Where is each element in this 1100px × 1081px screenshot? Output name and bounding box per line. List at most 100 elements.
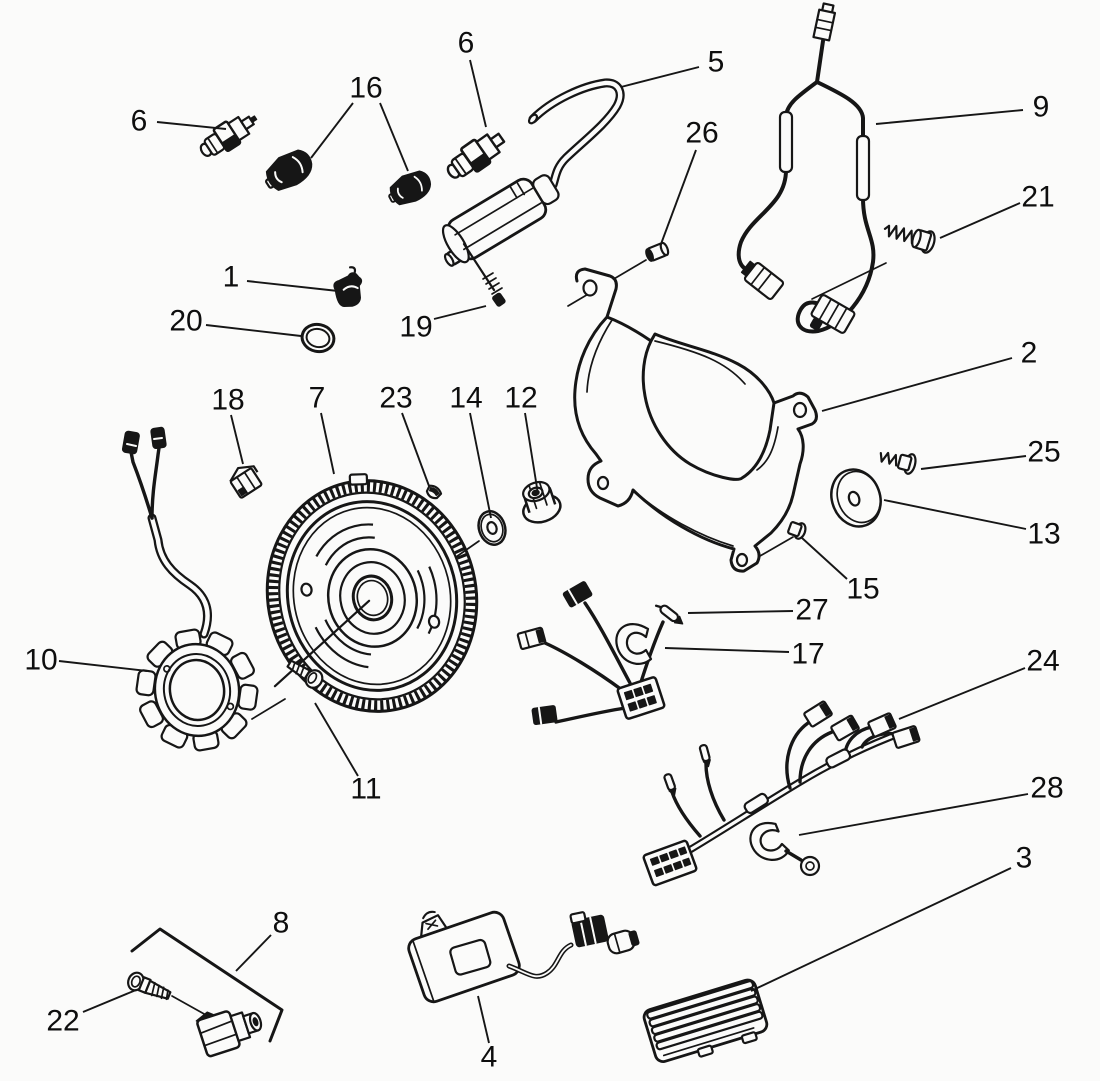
- spark-plug-cap-right-drawing: [388, 170, 432, 206]
- callout-28-leader-line: [798, 793, 1029, 836]
- callout-4-leader-line: [477, 995, 490, 1044]
- grommet-bushing-drawing: [645, 241, 670, 262]
- ring-terminal: [799, 855, 821, 877]
- callout-label-21: 21: [1021, 181, 1054, 214]
- screw-22-axis-line: [171, 995, 207, 1016]
- spring-screw-drawing: [462, 242, 506, 307]
- bracket-8-drawing: [130, 927, 284, 1043]
- mount-block-drawing: [229, 465, 263, 499]
- callout-label-22: 22: [46, 1005, 79, 1038]
- spark-plug-cap-left-drawing: [265, 149, 313, 191]
- callout-label-25: 25: [1027, 436, 1060, 469]
- callout-16-leader-line: [310, 102, 354, 159]
- callout-label-6: 6: [131, 105, 148, 138]
- spark-plug-right-drawing: [446, 132, 506, 179]
- callout-label-18: 18: [211, 384, 244, 417]
- callout-20-leader-line: [205, 324, 302, 337]
- callout-11-leader-line: [314, 702, 359, 777]
- callout-label-6: 6: [458, 27, 475, 60]
- callout-6-leader-line: [469, 59, 487, 128]
- callout-label-19: 19: [399, 311, 432, 344]
- stator-drawing: [135, 628, 259, 752]
- clamp-17: [615, 623, 653, 665]
- callout-15-leader-line: [801, 537, 848, 580]
- callout-label-2: 2: [1021, 337, 1038, 370]
- callout-17-leader-line: [664, 647, 790, 653]
- callout-label-20: 20: [169, 305, 202, 338]
- callout-label-26: 26: [685, 117, 718, 150]
- screw-11-drawing: [286, 659, 324, 689]
- callout-22-leader-line: [82, 989, 137, 1013]
- callout-label-28: 28: [1030, 772, 1063, 805]
- bolt-15-axis-line: [759, 536, 794, 557]
- callout-label-24: 24: [1026, 645, 1059, 678]
- rectifier-drawing: [642, 978, 769, 1063]
- callout-label-16: 16: [349, 72, 382, 105]
- bolt-15-drawing: [787, 521, 807, 540]
- callout-23-leader-line: [401, 412, 430, 487]
- callout-label-11: 11: [350, 773, 381, 806]
- cdi-unit-drawing: [407, 910, 640, 1004]
- washer-disc-drawing: [830, 468, 882, 528]
- callout-label-10: 10: [24, 644, 57, 677]
- callout-label-8: 8: [273, 907, 290, 940]
- callout-14-leader-line: [469, 412, 492, 519]
- screw-22-drawing: [127, 971, 172, 1001]
- clamp-28: [749, 821, 790, 861]
- oil-switch-drawing: [195, 1010, 263, 1058]
- main-harness-connector: [642, 839, 698, 887]
- callout-3-leader-line: [750, 867, 1012, 992]
- trigger-connector: [616, 676, 666, 720]
- callout-label-3: 3: [1016, 842, 1033, 875]
- sensor-drawing: [333, 266, 363, 307]
- flange-nut-drawing: [522, 480, 562, 524]
- part-drawings: [121, 2, 936, 1063]
- cdi-connector-dark: [569, 911, 609, 948]
- callout-7-leader-line: [320, 412, 335, 475]
- callout-label-12: 12: [504, 382, 537, 415]
- callout-26-leader-line: [660, 149, 697, 245]
- plug-lead-harness-drawing: [736, 2, 887, 334]
- flywheel-drawing: [265, 473, 479, 713]
- screw-25-drawing: [879, 451, 917, 475]
- stator-leads-drawing: [121, 426, 212, 639]
- callout-label-1: 1: [223, 261, 240, 294]
- callout-16-leader-line: [379, 102, 409, 172]
- callout-21-leader-line: [939, 202, 1021, 239]
- callout-label-5: 5: [708, 46, 725, 79]
- washer-14-axis-line: [455, 540, 480, 558]
- callout-label-7: 7: [309, 382, 326, 415]
- trigger-harness-drawing: [516, 581, 684, 726]
- callout-27-leader-line: [687, 610, 794, 614]
- callout-8-leader-line: [235, 934, 272, 972]
- ignition-coil-drawing: [441, 174, 560, 267]
- callout-1-leader-line: [246, 280, 339, 292]
- ht-lead-tube-drawing: [527, 78, 625, 190]
- callout-5-leader-line: [620, 66, 700, 88]
- callout-24-leader-line: [898, 667, 1026, 720]
- cdi-connector-boot: [606, 929, 640, 955]
- callout-10-leader-line: [58, 660, 148, 672]
- main-harness-drawing: [642, 700, 921, 887]
- o-ring-drawing: [300, 322, 336, 354]
- callout-label-15: 15: [846, 573, 879, 606]
- callout-9-leader-line: [875, 109, 1024, 125]
- callout-label-14: 14: [449, 382, 482, 415]
- spark-plug-left-drawing: [199, 115, 258, 157]
- callout-label-17: 17: [791, 638, 824, 671]
- woodruff-key-drawing: [425, 484, 443, 500]
- washer-14-drawing: [477, 510, 507, 546]
- terminal-27: [654, 604, 684, 625]
- screw-11-axis-line: [251, 698, 286, 720]
- callout-19-leader-line: [433, 305, 487, 320]
- callout-18-leader-line: [230, 414, 244, 465]
- callout-25-leader-line: [920, 455, 1027, 470]
- callout-13-leader-line: [883, 499, 1027, 530]
- callout-label-9: 9: [1033, 91, 1050, 124]
- callout-12-leader-line: [524, 412, 539, 495]
- screw-21-drawing: [883, 224, 936, 254]
